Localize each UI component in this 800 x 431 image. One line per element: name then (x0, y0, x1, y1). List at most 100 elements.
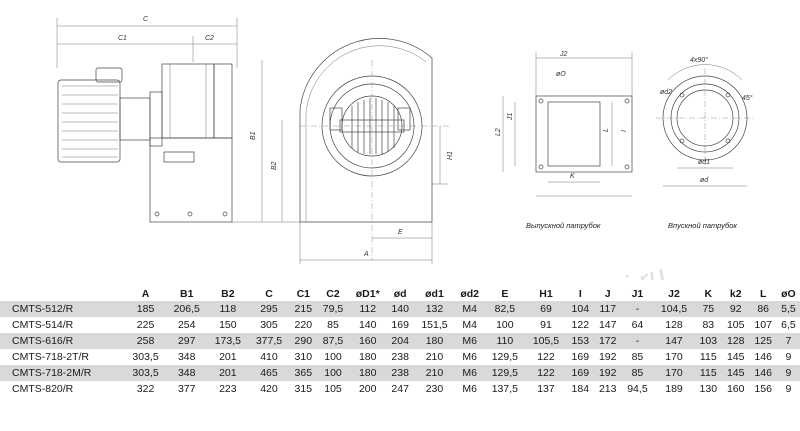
table-cell: 105,5 (525, 333, 567, 349)
table-cell: 225 (136, 319, 155, 331)
table-cell: 192 (594, 365, 622, 381)
table-cell: 169 (391, 319, 409, 331)
dim-label-i: I (621, 130, 628, 132)
dim-label-b2: B2 (271, 161, 278, 170)
table-cell: 69 (525, 301, 567, 317)
table-cell: 201 (219, 351, 237, 363)
table-cell: M6 (455, 365, 485, 381)
column-header: B2 (221, 287, 235, 300)
table-cell: 230 (425, 383, 444, 395)
watermark: Ventilatori.ru (502, 259, 671, 280)
table-cell: 310 (294, 351, 313, 363)
column-header: I (578, 287, 582, 300)
table-cell: 146 (749, 365, 777, 381)
table-cell: 210 (425, 351, 444, 363)
table-cell: 169 (566, 365, 594, 381)
header-model (0, 286, 125, 301)
table-cell: 147 (653, 333, 695, 349)
table-cell: 104,5 (653, 301, 695, 317)
table-cell: M6 (462, 383, 477, 395)
table-cell: 201 (207, 365, 249, 381)
table-cell: 83 (702, 319, 715, 331)
table-cell: 64 (631, 319, 644, 331)
inlet-caption: Впускной патрубок (668, 221, 737, 230)
dim-label-a: A (363, 251, 369, 258)
table-cell: 315 (294, 383, 313, 395)
dim-label-oo: øO (556, 71, 566, 78)
table-cell: 303,5 (125, 365, 167, 381)
table-cell: 128 (665, 319, 683, 331)
table-cell: 192 (598, 351, 617, 363)
table-cell: 180 (413, 333, 456, 349)
table-cell: 247 (391, 383, 409, 395)
table-cell: 223 (219, 383, 237, 395)
table-cell: 160 (349, 333, 387, 349)
table-cell: 125 (749, 333, 777, 349)
table-cell: 297 (166, 333, 208, 349)
table-cell: 130 (699, 383, 718, 395)
table-cell: 145 (726, 351, 745, 363)
table-cell: 86 (749, 301, 777, 317)
table-cell: 322 (136, 383, 155, 395)
table-cell: 210 (413, 365, 456, 381)
dim-label-angle: 4x90° (690, 56, 708, 64)
table-cell: 9 (785, 351, 792, 363)
table-cell: 146 (754, 351, 772, 363)
model-cell: CMTS-616/R (0, 333, 125, 349)
table-cell: 258 (125, 333, 167, 349)
table-cell: 103 (694, 333, 723, 349)
table-cell: 128 (722, 333, 750, 349)
table-cell: 295 (248, 301, 290, 317)
table-cell: 238 (386, 365, 414, 381)
column-header: J1 (631, 287, 644, 300)
table-cell: 132 (413, 301, 456, 317)
table-cell: 206,5 (166, 301, 208, 317)
column-header: H1 (539, 287, 553, 300)
table-cell: 290 (289, 333, 317, 349)
dim-label-c: C (143, 16, 149, 23)
dim-label-l: L (603, 128, 610, 132)
table-cell: 9 (776, 365, 800, 381)
dim-label-od2: ød2 (660, 89, 672, 96)
table-cell: 180 (349, 365, 387, 381)
table-cell: 122 (525, 365, 567, 381)
dim-label-l2: L2 (495, 128, 502, 136)
dim-label-k: K (570, 173, 575, 180)
table-cell: 180 (358, 351, 377, 363)
table-cell: 5,5 (776, 301, 800, 317)
table-cell: 92 (722, 301, 750, 317)
table-cell: 107 (754, 319, 772, 331)
front-view: H1 E A (299, 38, 454, 264)
dim-label-b1: B1 (250, 131, 257, 140)
dim-label-c2: C2 (205, 35, 214, 42)
table-cell: 204 (386, 333, 414, 349)
dim-label-c1: C1 (118, 35, 127, 42)
table-cell: 184 (571, 383, 590, 395)
table-cell: 117 (594, 301, 622, 317)
column-header: ød1 (425, 287, 444, 300)
table-cell: 254 (177, 319, 196, 331)
table-cell: 6,5 (781, 319, 796, 331)
table-cell: 79,5 (317, 301, 349, 317)
dim-label-j1: J1 (507, 113, 514, 122)
table-cell: 105 (324, 383, 342, 395)
column-header: ød (393, 287, 407, 300)
table-cell: 200 (358, 383, 377, 395)
column-header: K (704, 287, 713, 300)
model-cell: CMTS-718-2M/R (0, 365, 125, 381)
table-cell: 122 (537, 351, 555, 363)
dim-label-od1: ød1 (698, 159, 710, 166)
table-cell: 151,5 (421, 319, 448, 331)
model-cell: CMTS-512/R (0, 301, 125, 317)
column-header: B1 (179, 287, 194, 300)
table-cell: 348 (166, 365, 208, 381)
table-cell: 100 (324, 351, 342, 363)
table-cell: 110 (484, 333, 526, 349)
table-cell: 145 (722, 365, 750, 381)
table-cell: 170 (665, 351, 683, 363)
